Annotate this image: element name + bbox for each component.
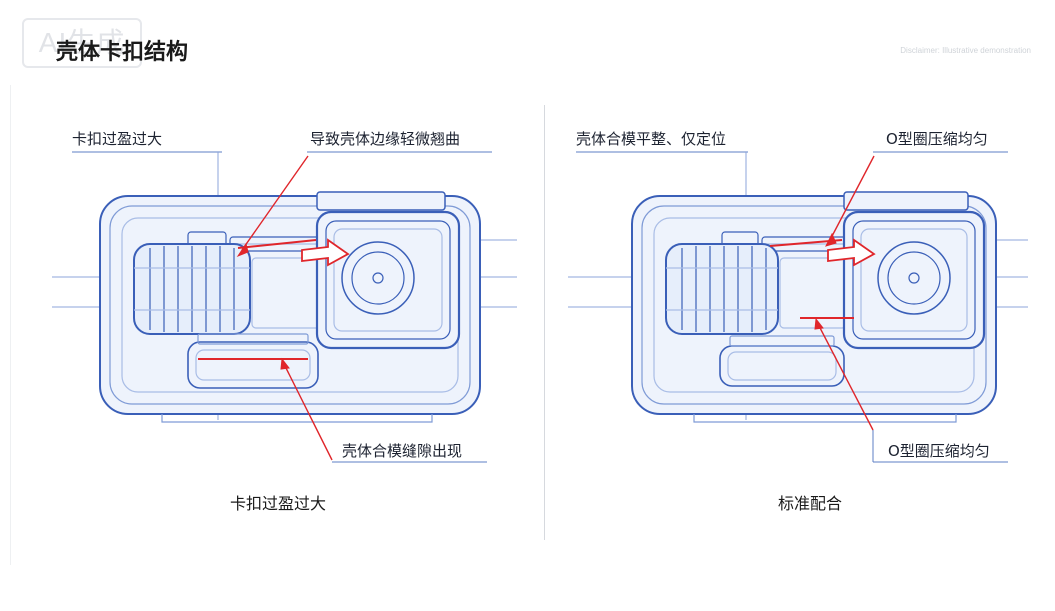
panel-divider bbox=[544, 105, 545, 540]
caption-interference: 卡扣过盈过大 bbox=[230, 494, 327, 513]
label-flat-closure: 壳体合模平整、仅定位 bbox=[576, 130, 727, 148]
label-seam-gap: 壳体合模缝隙出现 bbox=[342, 442, 463, 460]
camera-diagram-standard bbox=[568, 151, 1028, 463]
page-title: 壳体卡扣结构 bbox=[56, 40, 189, 65]
caption-standard-fit: 标准配合 bbox=[778, 494, 843, 513]
panel-interference: 卡扣过盈过大 导致壳体边缘轻微翘曲 壳体合模缝隙出现 卡扣过盈过大 bbox=[12, 100, 532, 540]
page-edge-line bbox=[10, 85, 11, 565]
camera-diagram-interference bbox=[52, 151, 517, 463]
label-oring-even-top: O型圈压缩均匀 bbox=[886, 130, 988, 148]
watermark-badge: AI生成 bbox=[22, 18, 142, 68]
panel-standard-fit: 壳体合模平整、仅定位 O型圈压缩均匀 O型圈压缩均匀 标准配合 bbox=[548, 100, 1055, 540]
label-edge-warp: 导致壳体边缘轻微翘曲 bbox=[310, 130, 461, 148]
disclaimer-text: Disclaimer: Illustrative demonstration bbox=[900, 46, 1031, 55]
label-oring-even-bottom: O型圈压缩均匀 bbox=[888, 442, 990, 460]
label-snap-over-interference: 卡扣过盈过大 bbox=[72, 130, 163, 148]
